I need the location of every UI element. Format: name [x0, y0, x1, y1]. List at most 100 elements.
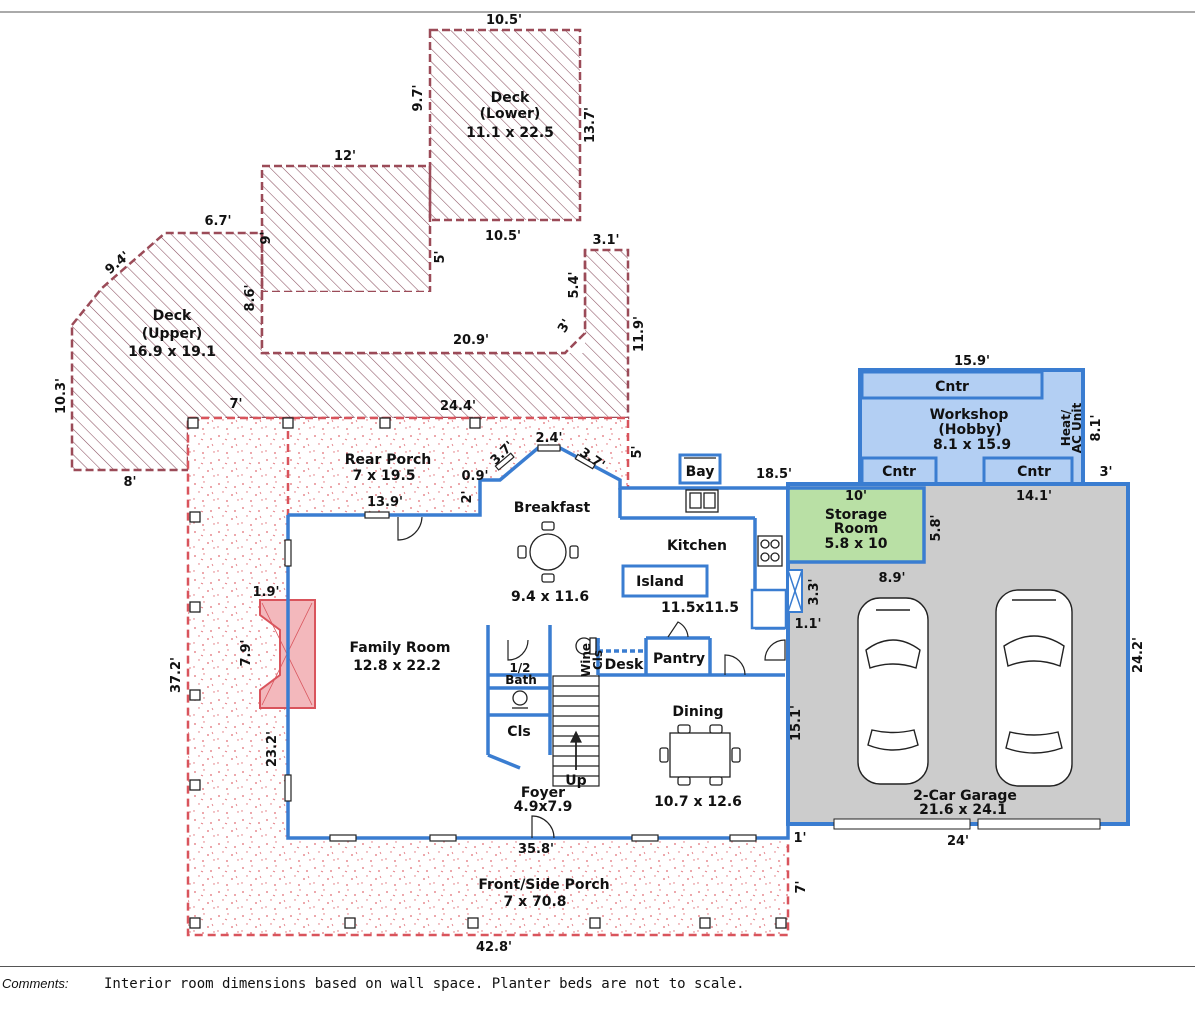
- deck-mid: [260, 164, 432, 294]
- dim-label: 37.2': [169, 657, 184, 693]
- dim-label: 10.5': [485, 229, 521, 244]
- cntr-right-label: Cntr: [1017, 464, 1051, 480]
- deck-upper-name: Deck: [153, 308, 192, 324]
- dim-label: 18.5': [756, 467, 792, 482]
- dim-label: 0.9': [461, 469, 488, 484]
- windows: [284, 444, 757, 842]
- deck-lower-name: Deck: [491, 90, 530, 106]
- dim-label: 42.8': [476, 940, 512, 955]
- bay-label: Bay: [686, 464, 715, 480]
- desk-label: Desk: [605, 657, 644, 673]
- half-bath-sub: Bath: [505, 673, 537, 687]
- bath-fixtures: [512, 637, 597, 709]
- island-label: Island: [636, 574, 684, 590]
- deck-lower-size: 11.1 x 22.5: [466, 125, 554, 141]
- breakfast-table: [517, 521, 579, 583]
- pantry-label: Pantry: [653, 651, 705, 667]
- workshop-sub: (Hobby): [938, 422, 1001, 438]
- dim-label: 2.4': [535, 431, 562, 446]
- dim-label: 3': [555, 317, 575, 336]
- kitchen-size: 11.5x11.5: [661, 600, 739, 616]
- dim-label: 3.3': [807, 578, 822, 605]
- dining-name: Dining: [672, 704, 723, 720]
- breakfast-size: 9.4 x 11.6: [511, 589, 589, 605]
- room-labels: Deck (Lower) 11.1 x 22.5 Deck (Upper) 16…: [128, 90, 1084, 910]
- kitchen-name: Kitchen: [667, 538, 727, 554]
- dim-label: 7.9': [239, 639, 254, 666]
- storage-size: 5.8 x 10: [824, 536, 887, 552]
- dim-label: 5.8': [929, 514, 944, 541]
- dim-label: 15.9': [954, 354, 990, 369]
- dim-label: 10': [845, 489, 867, 504]
- foyer-name: Foyer: [521, 785, 565, 801]
- cntr-left-label: Cntr: [882, 464, 916, 480]
- dim-label: 10.3': [54, 378, 69, 414]
- garage-name: 2-Car Garage: [913, 788, 1017, 804]
- deck-upper-sub: (Upper): [142, 326, 203, 342]
- heat-ac-sub: AC Unit: [1070, 403, 1084, 454]
- kitchen-fixtures: [621, 489, 788, 630]
- dining-table: [659, 724, 741, 786]
- dim-label: 24.4': [440, 399, 476, 414]
- car-right: [995, 589, 1073, 787]
- bay-window: [678, 453, 722, 485]
- deck-lower: [428, 28, 582, 222]
- cntr-top-label: Cntr: [935, 379, 969, 395]
- dim-label: 24.2': [1131, 637, 1146, 673]
- dim-label: 10.5': [486, 13, 522, 28]
- dim-label: 12': [334, 149, 356, 164]
- dim-label: 6.7': [204, 214, 231, 229]
- dim-label: 14.1': [1016, 489, 1052, 504]
- deck-lower-sub: (Lower): [480, 106, 541, 122]
- dim-label: 7': [794, 880, 809, 893]
- dim-label: 7': [229, 397, 242, 412]
- front-porch-name: Front/Side Porch: [478, 877, 609, 893]
- breakfast-name: Breakfast: [514, 500, 591, 516]
- car-left: [857, 597, 929, 785]
- stairs-up-label: Up: [565, 773, 586, 789]
- dim-label: 8.6': [243, 284, 258, 311]
- family-room-name: Family Room: [350, 640, 451, 656]
- family-room-size: 12.8 x 22.2: [353, 658, 441, 674]
- storage-name: Storage: [825, 507, 887, 523]
- dim-label: 15.1': [789, 705, 804, 741]
- dim-label: 1.9': [252, 585, 279, 600]
- closet-label: Cls: [507, 724, 530, 740]
- dim-label: 24': [947, 834, 969, 849]
- workshop-size: 8.1 x 15.9: [933, 437, 1011, 453]
- dim-label: 35.8': [518, 842, 554, 857]
- storage-room: [786, 486, 926, 564]
- dim-label: 5': [433, 250, 448, 263]
- comments-text: Interior room dimensions based on wall s…: [104, 976, 745, 992]
- dim-label: 8.1': [1089, 414, 1104, 441]
- dim-label: 9': [259, 231, 274, 244]
- half-bath-name: 1/2: [509, 661, 530, 675]
- garage-size: 21.6 x 24.1: [919, 802, 1007, 818]
- dim-label: 13.9': [367, 495, 403, 510]
- dim-label: 23.2': [265, 731, 280, 767]
- workshop: [858, 368, 1085, 486]
- dimension-labels: 10.5' 9.7' 13.7' 12' 6.7' 9.4' 9' 10.5' …: [54, 13, 1146, 955]
- rear-porch-size: 7 x 19.5: [352, 468, 415, 484]
- storage-sub: Room: [834, 521, 879, 537]
- workshop-name: Workshop: [930, 407, 1009, 423]
- comments-bar: Comments: Interior room dimensions based…: [0, 966, 1195, 1017]
- dim-label: 8': [123, 475, 136, 490]
- wine-cls-label: Cls: [591, 650, 605, 670]
- floor-plan: Deck (Lower) 11.1 x 22.5 Deck (Upper) 16…: [0, 11, 1195, 955]
- dim-label: 13.7': [583, 107, 598, 143]
- dim-label: 1': [793, 831, 806, 846]
- dim-label: 5': [630, 445, 645, 458]
- comments-label: Comments:: [2, 976, 69, 991]
- dim-label: 5.4': [567, 271, 582, 298]
- rear-porch-name: Rear Porch: [345, 452, 432, 468]
- dim-label: 1.1': [794, 617, 821, 632]
- wine-label: Wine: [579, 643, 593, 677]
- dining-size: 10.7 x 12.6: [654, 794, 742, 810]
- porch-posts: [187, 417, 787, 929]
- dim-label: 11.9': [632, 316, 647, 352]
- foyer-size: 4.9x7.9: [514, 799, 573, 815]
- deck-upper-size: 16.9 x 19.1: [128, 344, 216, 360]
- stairs: [552, 675, 600, 787]
- dim-label: 2': [460, 490, 475, 503]
